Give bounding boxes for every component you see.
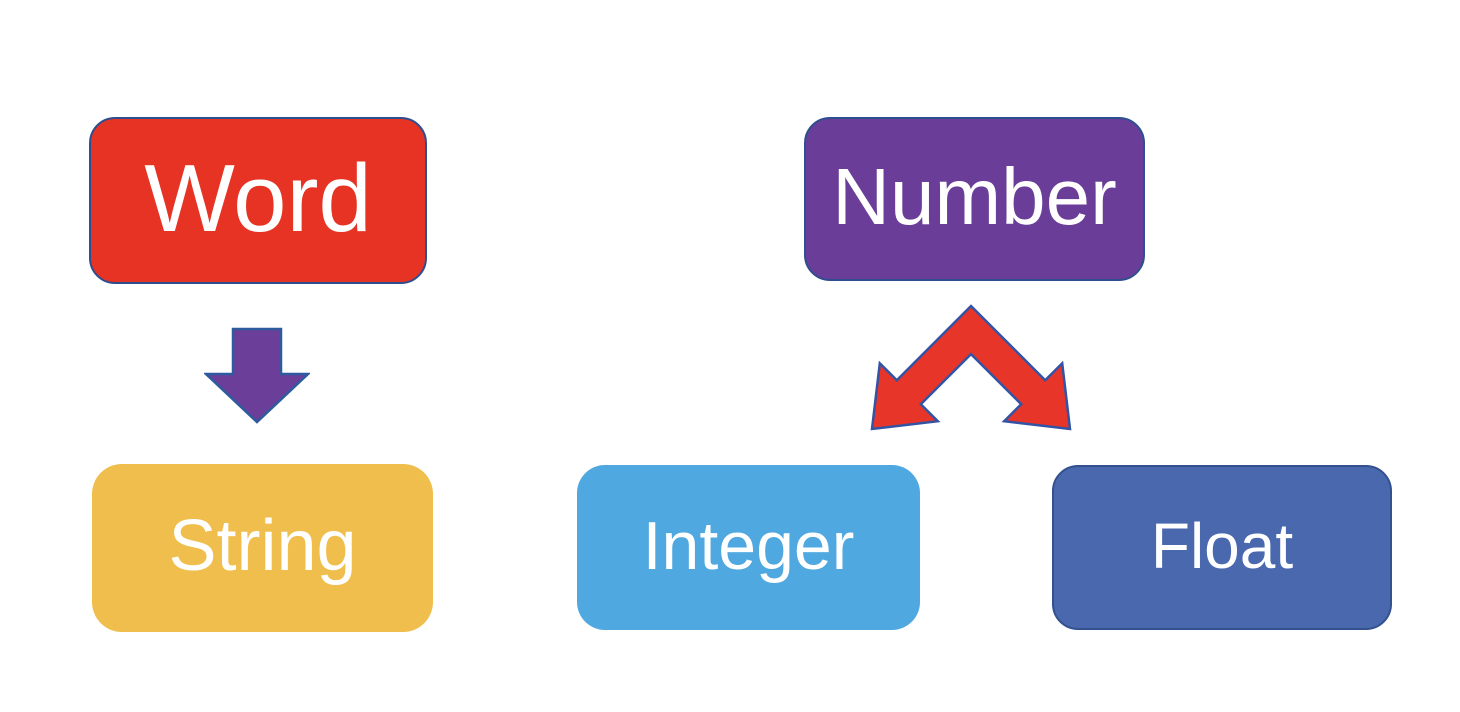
node-float: Float — [1052, 465, 1392, 630]
arrow-word-to-string-icon — [204, 327, 310, 424]
node-number-label: Number — [832, 152, 1117, 241]
node-word: Word — [89, 117, 427, 284]
node-word-label: Word — [144, 144, 372, 252]
node-number: Number — [804, 117, 1145, 281]
down-arrow-shape — [204, 327, 310, 424]
arrow-number-split-icon — [870, 304, 1072, 431]
node-string: String — [92, 464, 433, 632]
node-string-label: String — [168, 506, 357, 586]
node-integer-label: Integer — [642, 507, 855, 584]
node-float-label: Float — [1150, 509, 1294, 582]
node-integer: Integer — [577, 465, 920, 630]
split-arrow-shape — [870, 304, 1072, 431]
